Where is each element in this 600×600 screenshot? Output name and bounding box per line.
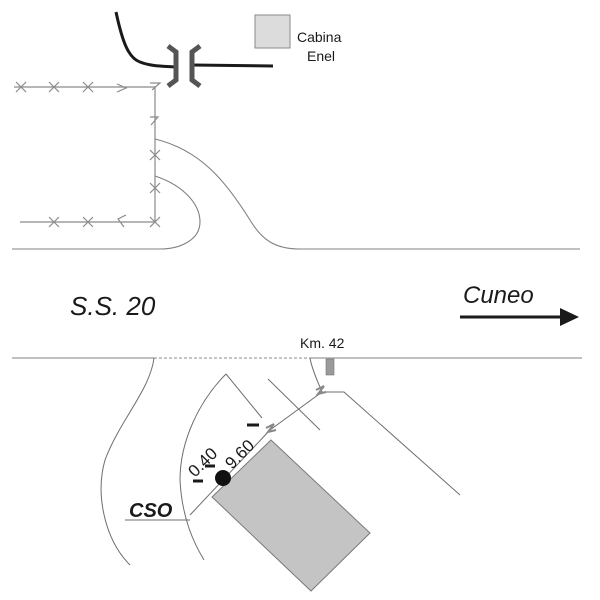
cabina-label-1: Cabina: [297, 29, 342, 45]
lower-road-curve-left: [100, 357, 155, 566]
km-marker-post: [325, 358, 335, 376]
cabina-enel-box: [254, 14, 291, 49]
side-road-upper-inner: [12, 175, 201, 250]
access-road-right: [309, 357, 461, 496]
diagonal-line-a: [267, 378, 321, 431]
building: [211, 439, 371, 592]
direction-arrow-icon: [460, 308, 579, 326]
diagonal-line-b: [269, 391, 323, 431]
cabina-label-2: Enel: [307, 48, 335, 64]
direction-label: Cuneo: [463, 282, 534, 309]
canal-line: [114, 11, 177, 69]
dimension-ticks: [193, 423, 259, 483]
lower-curve-top-right: [225, 373, 263, 419]
break-icon-2: [265, 423, 277, 434]
bridge-right-icon: [189, 44, 202, 88]
bridge-left-icon: [166, 44, 179, 88]
lower-road-curve-inner: [179, 373, 227, 561]
diagonal-line-c: [189, 429, 271, 516]
break-icon-1: [315, 385, 327, 396]
road-name: S.S. 20: [70, 291, 156, 321]
km-marker-label: Km. 42: [300, 335, 345, 351]
cso-label: CSO: [129, 500, 173, 522]
canal-line-right: [191, 63, 274, 68]
cso-point-icon: [215, 470, 231, 486]
fence: [14, 81, 162, 228]
side-road-upper-outer: [154, 138, 580, 250]
